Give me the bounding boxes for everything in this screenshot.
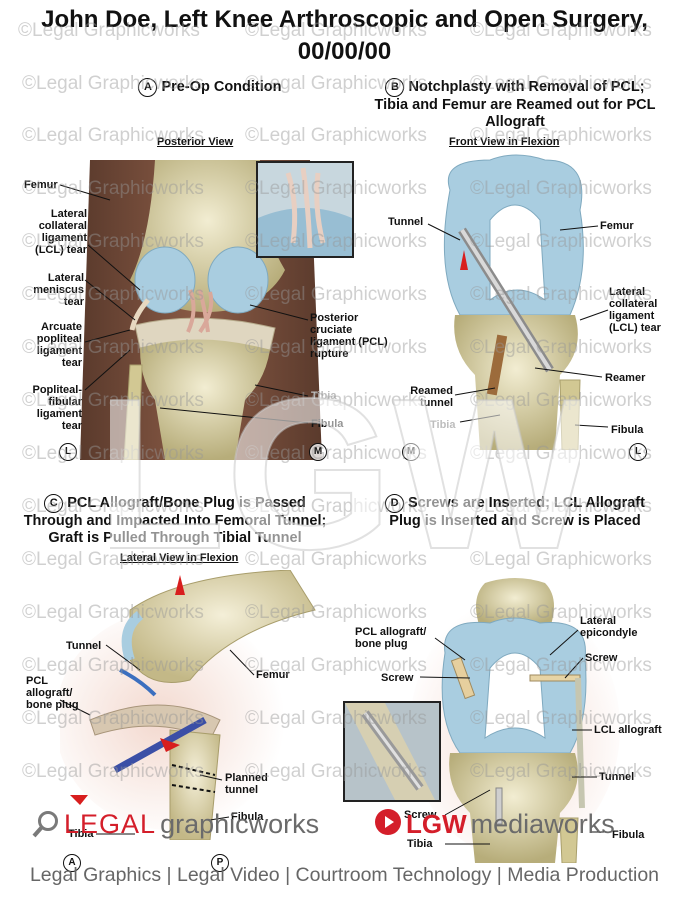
orient-a-right: M: [309, 443, 327, 461]
tibia-bone-d: [449, 753, 578, 863]
label-b-reamer: Reamer: [605, 372, 646, 384]
tibial-screw-d: [495, 787, 503, 825]
fibula-bone-d: [559, 817, 579, 863]
planned-tunnel-c: [171, 764, 216, 776]
label-a-fibula: Fibula: [311, 418, 344, 430]
label-d-tunnel: Tunnel: [599, 771, 635, 783]
logo-mediaworks-text: mediaworks: [470, 808, 615, 839]
femur-shaft-d: [476, 578, 554, 628]
play-icon: [374, 808, 402, 841]
tibial-plateau-c: [89, 704, 221, 741]
pcl-rupture: [186, 289, 214, 334]
direction-arrow: [460, 250, 468, 270]
orient-b-left: M: [402, 443, 420, 461]
panel-a-letter: A: [138, 78, 158, 97]
panel-a-inset: [256, 161, 354, 258]
panel-b-leader-lines: [427, 223, 609, 428]
fibula-bone-b: [559, 379, 581, 450]
panel-b-subtitle: Front View in Flexion: [449, 136, 560, 148]
lateral-condyle-cartilage: [134, 246, 196, 314]
label-d-lcl-allograft: LCL allograft: [594, 724, 662, 736]
logo-graphicworks-text: graphicworks: [160, 808, 320, 839]
label-c-tibia: Tibia: [68, 828, 94, 840]
panel-b-knee-illustration: [443, 154, 584, 450]
pcl-allograft-c: [113, 716, 207, 774]
logo-legal-text: LEGAL: [64, 808, 157, 839]
label-d-tibia: Tibia: [407, 838, 433, 850]
femur-bone-c: [129, 570, 316, 683]
panel-b-letter: B: [385, 78, 405, 97]
panel-a-leader-lines: [59, 184, 309, 424]
lgw-big-text: LGW: [110, 370, 580, 560]
panel-d-title-text: Screws are Inserted; LCL Allograft Plug …: [389, 495, 645, 529]
panel-d-knee-illustration: [410, 578, 620, 863]
panel-a-subtitle: Posterior View: [157, 136, 234, 148]
panel-c-knee-illustration: [60, 570, 316, 840]
panel-d-leader-lines: [419, 629, 610, 845]
label-b-lcl: Lateral collateral ligament (LCL) tear: [609, 286, 661, 334]
label-d-screw1: Screw: [381, 672, 414, 684]
panel-a-title-text: Pre-Op Condition: [161, 79, 282, 95]
panel-c-subtitle: Lateral View in Flexion: [120, 552, 239, 564]
logo-lgw-text: LGW: [406, 808, 467, 839]
medial-condyle-cartilage: [207, 246, 269, 314]
label-d-fibula: Fibula: [612, 829, 645, 841]
label-b-fibula: Fibula: [611, 424, 644, 436]
panel-d-inset: [343, 701, 441, 802]
orient-c-right: P: [211, 854, 229, 872]
label-b-tibia: Tibia: [430, 419, 456, 431]
label-d-screw3: Screw: [404, 809, 437, 821]
label-b-tunnel: Tunnel: [388, 216, 424, 228]
label-d-lat-epi: Lateral epicondyle: [580, 615, 638, 639]
label-d-screw2: Screw: [585, 652, 618, 664]
panel-c-letter: C: [44, 494, 64, 513]
panel-b-title-text: Notchplasty with Removal of PCL; Tibia a…: [374, 79, 656, 130]
label-a-popfib: Popliteal-fibular ligament tear: [32, 384, 82, 432]
label-b-reamed: Reamed tunnel: [410, 385, 453, 409]
orient-b-right: L: [629, 443, 647, 461]
label-a-tibia: Tibia: [311, 390, 337, 402]
label-c-planned: Planned tunnel: [225, 772, 268, 796]
label-c-tunnel: Tunnel: [66, 640, 102, 652]
notch-d: [484, 652, 546, 739]
legal-graphicworks-logo: LEGAL graphicworks: [32, 806, 319, 842]
cartilage-c: [121, 611, 144, 662]
label-c-allograft: PCL allograft/ bone plug: [26, 675, 79, 711]
footer-services: Legal Graphics | Legal Video | Courtroom…: [29, 864, 660, 886]
label-b-femur: Femur: [600, 220, 634, 232]
lcl-tear-mark: [129, 298, 150, 331]
lcl-allograft-d: [575, 677, 585, 809]
arrow-c-top: [175, 575, 185, 595]
tibia-bone: [140, 339, 270, 460]
orient-c-left: A: [63, 854, 81, 872]
arrow-c-bottom: [70, 795, 88, 805]
label-a-femur: Femur: [24, 179, 58, 191]
page-title: John Doe, Left Knee Arthroscopic and Ope…: [41, 6, 648, 33]
label-a-lcl-tear: Lateral collateral ligament (LCL) tear: [35, 208, 87, 256]
label-c-femur: Femur: [256, 669, 290, 681]
label-d-pcl-allograft: PCL allograft/ bone plug: [355, 626, 427, 650]
panel-c-leader-lines: [59, 644, 255, 835]
lgw-big-watermark: LGW: [110, 370, 580, 560]
label-a-arcuate: Arcuate popliteal ligament tear: [36, 321, 82, 369]
label-a-pcl: Posterior cruciate ligament (PCL) ruptur…: [310, 312, 388, 360]
fibula-bone: [123, 364, 143, 460]
reamed-tunnel: [486, 334, 508, 396]
panel-d-letter: D: [385, 494, 405, 513]
orient-a-left: L: [59, 443, 77, 461]
tibia-bone-b: [454, 315, 578, 450]
page-date: 00/00/00: [297, 38, 392, 65]
label-a-meniscus: Lateral meniscus tear: [33, 272, 84, 308]
label-c-fibula: Fibula: [231, 811, 264, 823]
magnifier-icon: [32, 810, 60, 838]
lgw-mediaworks-logo: LGW mediaworks: [374, 806, 615, 842]
tibia-bone-c: [169, 729, 221, 840]
panel-c-title-text: PCL Allograft/Bone Plug is Passed Throug…: [23, 495, 327, 546]
